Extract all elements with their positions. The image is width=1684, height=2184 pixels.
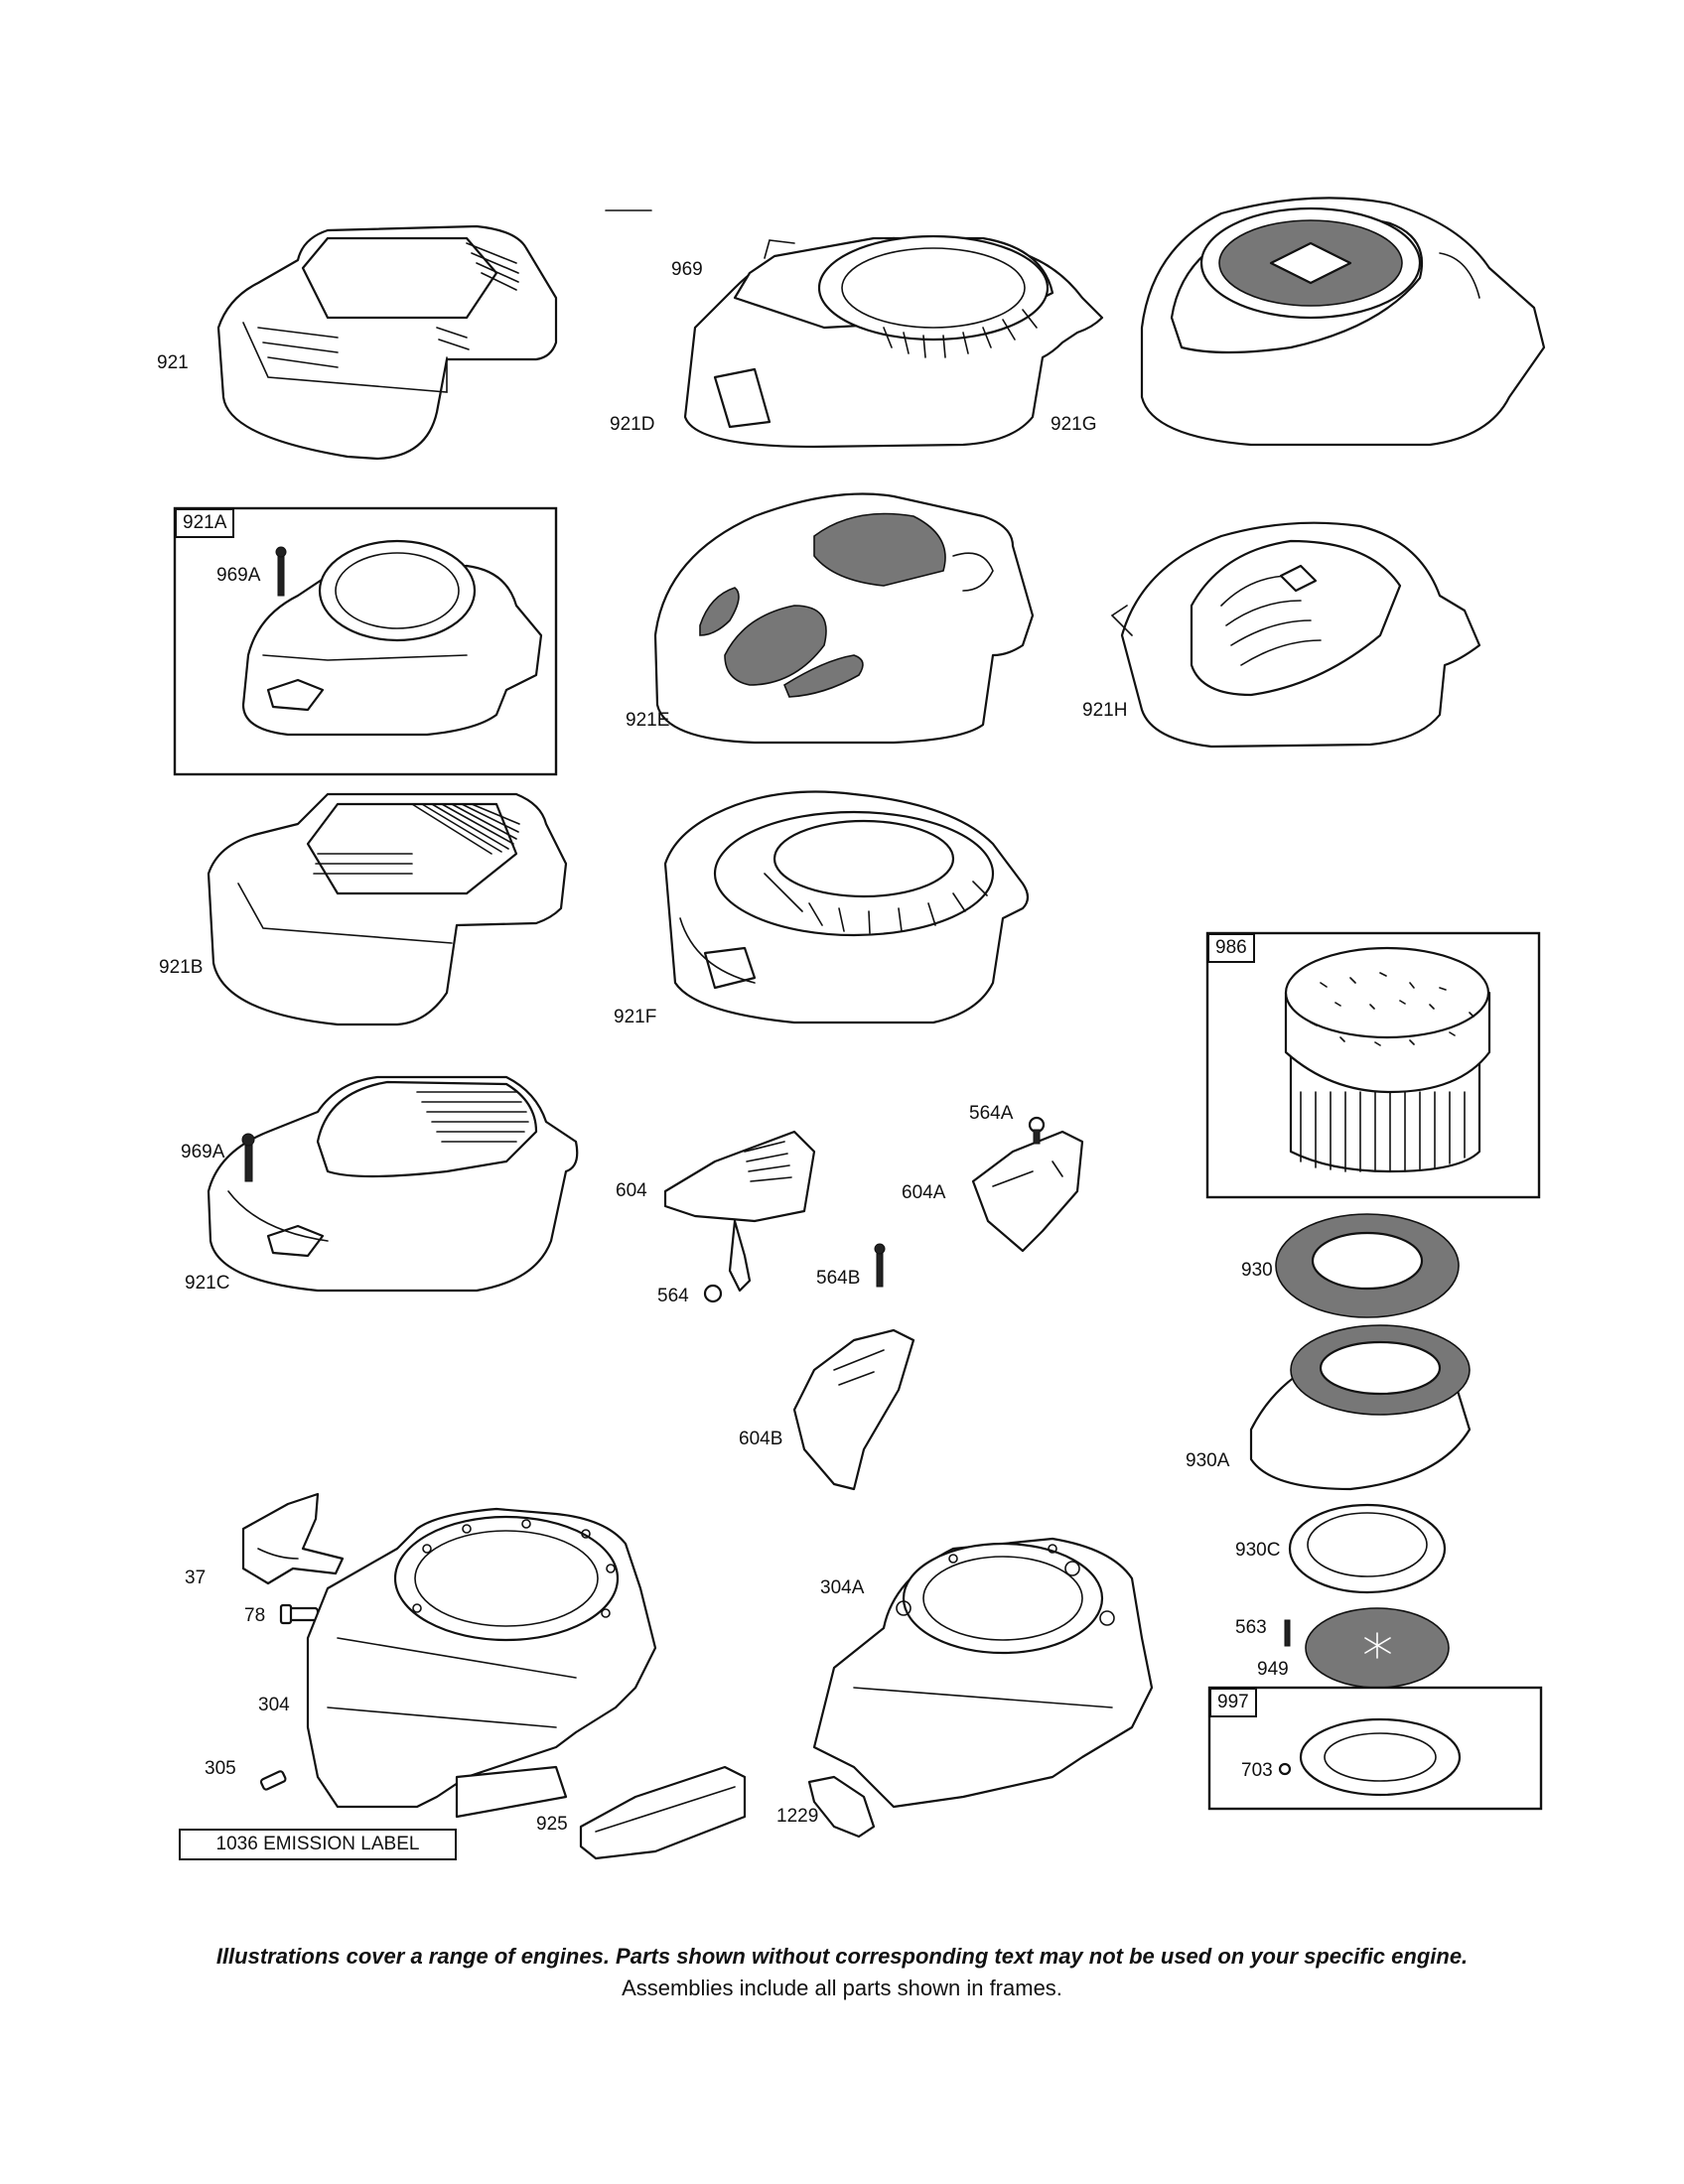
label-921C: 921C <box>185 1273 230 1294</box>
blower-housing-921A <box>241 539 543 737</box>
label-604: 604 <box>616 1180 647 1201</box>
air-guide-604B <box>792 1328 915 1491</box>
blower-housing-921 <box>216 224 558 461</box>
emission-label-box: 1036 EMISSION LABEL <box>179 1829 457 1860</box>
label-563: 563 <box>1235 1617 1267 1638</box>
label-304A: 304A <box>820 1577 865 1598</box>
footer-note: Illustrations cover a range of engines. … <box>215 1944 1469 1969</box>
blower-housing-921B <box>207 792 568 1026</box>
screw-564 <box>703 1284 723 1303</box>
screw-563 <box>1284 1619 1291 1647</box>
air-guide-604A <box>971 1130 1084 1253</box>
label-604A: 604A <box>902 1182 946 1203</box>
frame-label-921A: 921A <box>175 508 235 538</box>
footer-subnote: Assemblies include all parts shown in fr… <box>622 1976 1062 2000</box>
frame-986 <box>1205 931 1541 1199</box>
air-guide-604 <box>663 1130 816 1293</box>
label-925: 925 <box>536 1814 568 1835</box>
label-921: 921 <box>157 352 189 373</box>
guide-37 <box>241 1492 345 1585</box>
label-969A-mid: 969A <box>181 1142 225 1162</box>
label-1229: 1229 <box>776 1806 819 1827</box>
label-930: 930 <box>1241 1260 1273 1281</box>
label-921D: 921D <box>610 414 655 435</box>
label-78: 78 <box>244 1605 266 1626</box>
rotating-screen-930A <box>1249 1324 1472 1491</box>
label-604B: 604B <box>739 1429 783 1449</box>
blower-housing-921F <box>663 790 1030 1024</box>
baffle-1229 <box>807 1775 876 1839</box>
plate-997 <box>1299 1717 1462 1797</box>
label-305: 305 <box>205 1758 236 1779</box>
label-930C: 930C <box>1235 1540 1281 1561</box>
frame-label-986: 986 <box>1207 933 1255 963</box>
air-filter-986 <box>1284 946 1491 1173</box>
blower-housing-921C <box>207 1075 579 1293</box>
label-921H: 921H <box>1082 700 1128 721</box>
label-304: 304 <box>258 1695 290 1715</box>
label-703: 703 <box>1241 1760 1273 1781</box>
blower-housing-921H <box>1110 521 1481 749</box>
label-969A-top: 969A <box>216 565 261 586</box>
frame-921A <box>173 506 558 776</box>
label-949: 949 <box>1257 1659 1289 1680</box>
label-564A: 564A <box>969 1103 1014 1124</box>
screw-703 <box>1278 1762 1292 1776</box>
label-930A: 930A <box>1186 1450 1230 1471</box>
label-921B: 921B <box>159 957 204 978</box>
rotating-screen-930 <box>1275 1213 1460 1318</box>
frame-997 <box>1207 1686 1543 1811</box>
label-564: 564 <box>657 1286 689 1306</box>
blower-housing-921D <box>683 234 1104 449</box>
blower-housing-921E <box>653 492 1035 745</box>
label-921F: 921F <box>614 1007 657 1027</box>
frame-label-997: 997 <box>1209 1688 1257 1717</box>
screw-305 <box>259 1770 287 1791</box>
label-37: 37 <box>185 1568 207 1588</box>
screw-78 <box>279 1603 320 1625</box>
label-921G: 921G <box>1051 414 1097 435</box>
label-969: 969 <box>671 259 703 280</box>
blower-housing-304A <box>812 1537 1154 1809</box>
rotating-screen-930C <box>1288 1503 1447 1594</box>
label-921E: 921E <box>626 710 670 731</box>
label-564B: 564B <box>816 1268 861 1289</box>
baffle-925 <box>579 1765 747 1860</box>
blower-housing-921G <box>1140 197 1546 447</box>
blower-housing-304 <box>306 1507 657 1819</box>
